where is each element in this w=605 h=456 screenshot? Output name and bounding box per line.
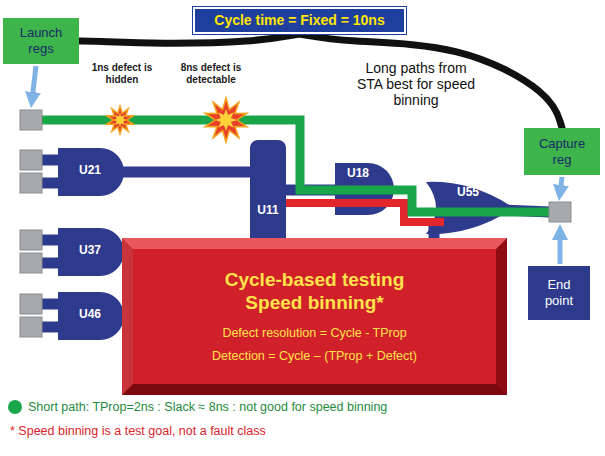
wire bbox=[120, 167, 254, 178]
pointer-arrow bbox=[560, 177, 562, 193]
cycle-bracket bbox=[300, 34, 563, 128]
register bbox=[20, 253, 42, 273]
node-text: Detection = Cycle – (TProp + Defect) bbox=[212, 349, 417, 364]
legend-swatch bbox=[8, 400, 22, 414]
launch-regs-box: Launch regs bbox=[3, 18, 79, 64]
node-heading: Capture reg bbox=[529, 136, 595, 167]
defect-note: 1ns defect is hidden bbox=[86, 62, 158, 85]
legend-text: Short path: TProp=2ns : Slack ≈ 8ns : no… bbox=[28, 400, 387, 414]
end-point-box: End point bbox=[528, 266, 590, 320]
register bbox=[20, 110, 42, 130]
gate-label: U37 bbox=[68, 244, 112, 258]
node-heading: Cycle time = Fixed = 10ns bbox=[214, 12, 384, 29]
gate-label: U46 bbox=[68, 308, 112, 322]
node-heading: End point bbox=[532, 277, 586, 308]
defect-star-core bbox=[113, 113, 127, 127]
and-gate bbox=[58, 148, 124, 196]
defect-note: 8ns defect is detectable bbox=[168, 62, 254, 85]
pointer-arrow bbox=[32, 66, 36, 100]
gate-label: U21 bbox=[68, 164, 112, 178]
green-path bbox=[42, 120, 550, 212]
gate-label: U55 bbox=[446, 186, 490, 200]
gate-label: U18 bbox=[336, 167, 380, 181]
defect-star bbox=[107, 106, 134, 134]
pointer-arrow bbox=[558, 232, 563, 264]
path-note: Long paths from STA best for speed binni… bbox=[352, 60, 480, 108]
register bbox=[20, 173, 42, 193]
defect-star-core bbox=[215, 109, 237, 131]
cycle-bracket bbox=[79, 34, 300, 43]
node-heading: Cycle-based testing Speed binning* bbox=[195, 269, 435, 315]
capture-reg-box: Capture reg bbox=[524, 128, 600, 175]
footnote: * Speed binning is a test goal, not a fa… bbox=[10, 424, 570, 438]
defect-star bbox=[205, 98, 247, 142]
node-heading: Launch regs bbox=[8, 25, 74, 56]
speed-binning-panel: Cycle-based testing Speed binning* Defect… bbox=[122, 238, 507, 395]
gate-label: U11 bbox=[248, 204, 288, 218]
cycle-time-banner: Cycle time = Fixed = 10ns bbox=[193, 7, 406, 34]
register bbox=[549, 202, 571, 222]
register bbox=[20, 230, 42, 250]
defect-stars bbox=[107, 98, 247, 142]
node-text: Defect resolution = Cycle - TProp bbox=[222, 326, 406, 341]
pointer-arrows bbox=[32, 66, 562, 264]
legend-entry: Short path: TProp=2ns : Slack ≈ 8ns : no… bbox=[8, 400, 387, 414]
register bbox=[20, 294, 42, 314]
register bbox=[20, 317, 42, 337]
and-gate bbox=[58, 228, 124, 276]
and-gate bbox=[58, 292, 124, 340]
register bbox=[20, 150, 42, 170]
